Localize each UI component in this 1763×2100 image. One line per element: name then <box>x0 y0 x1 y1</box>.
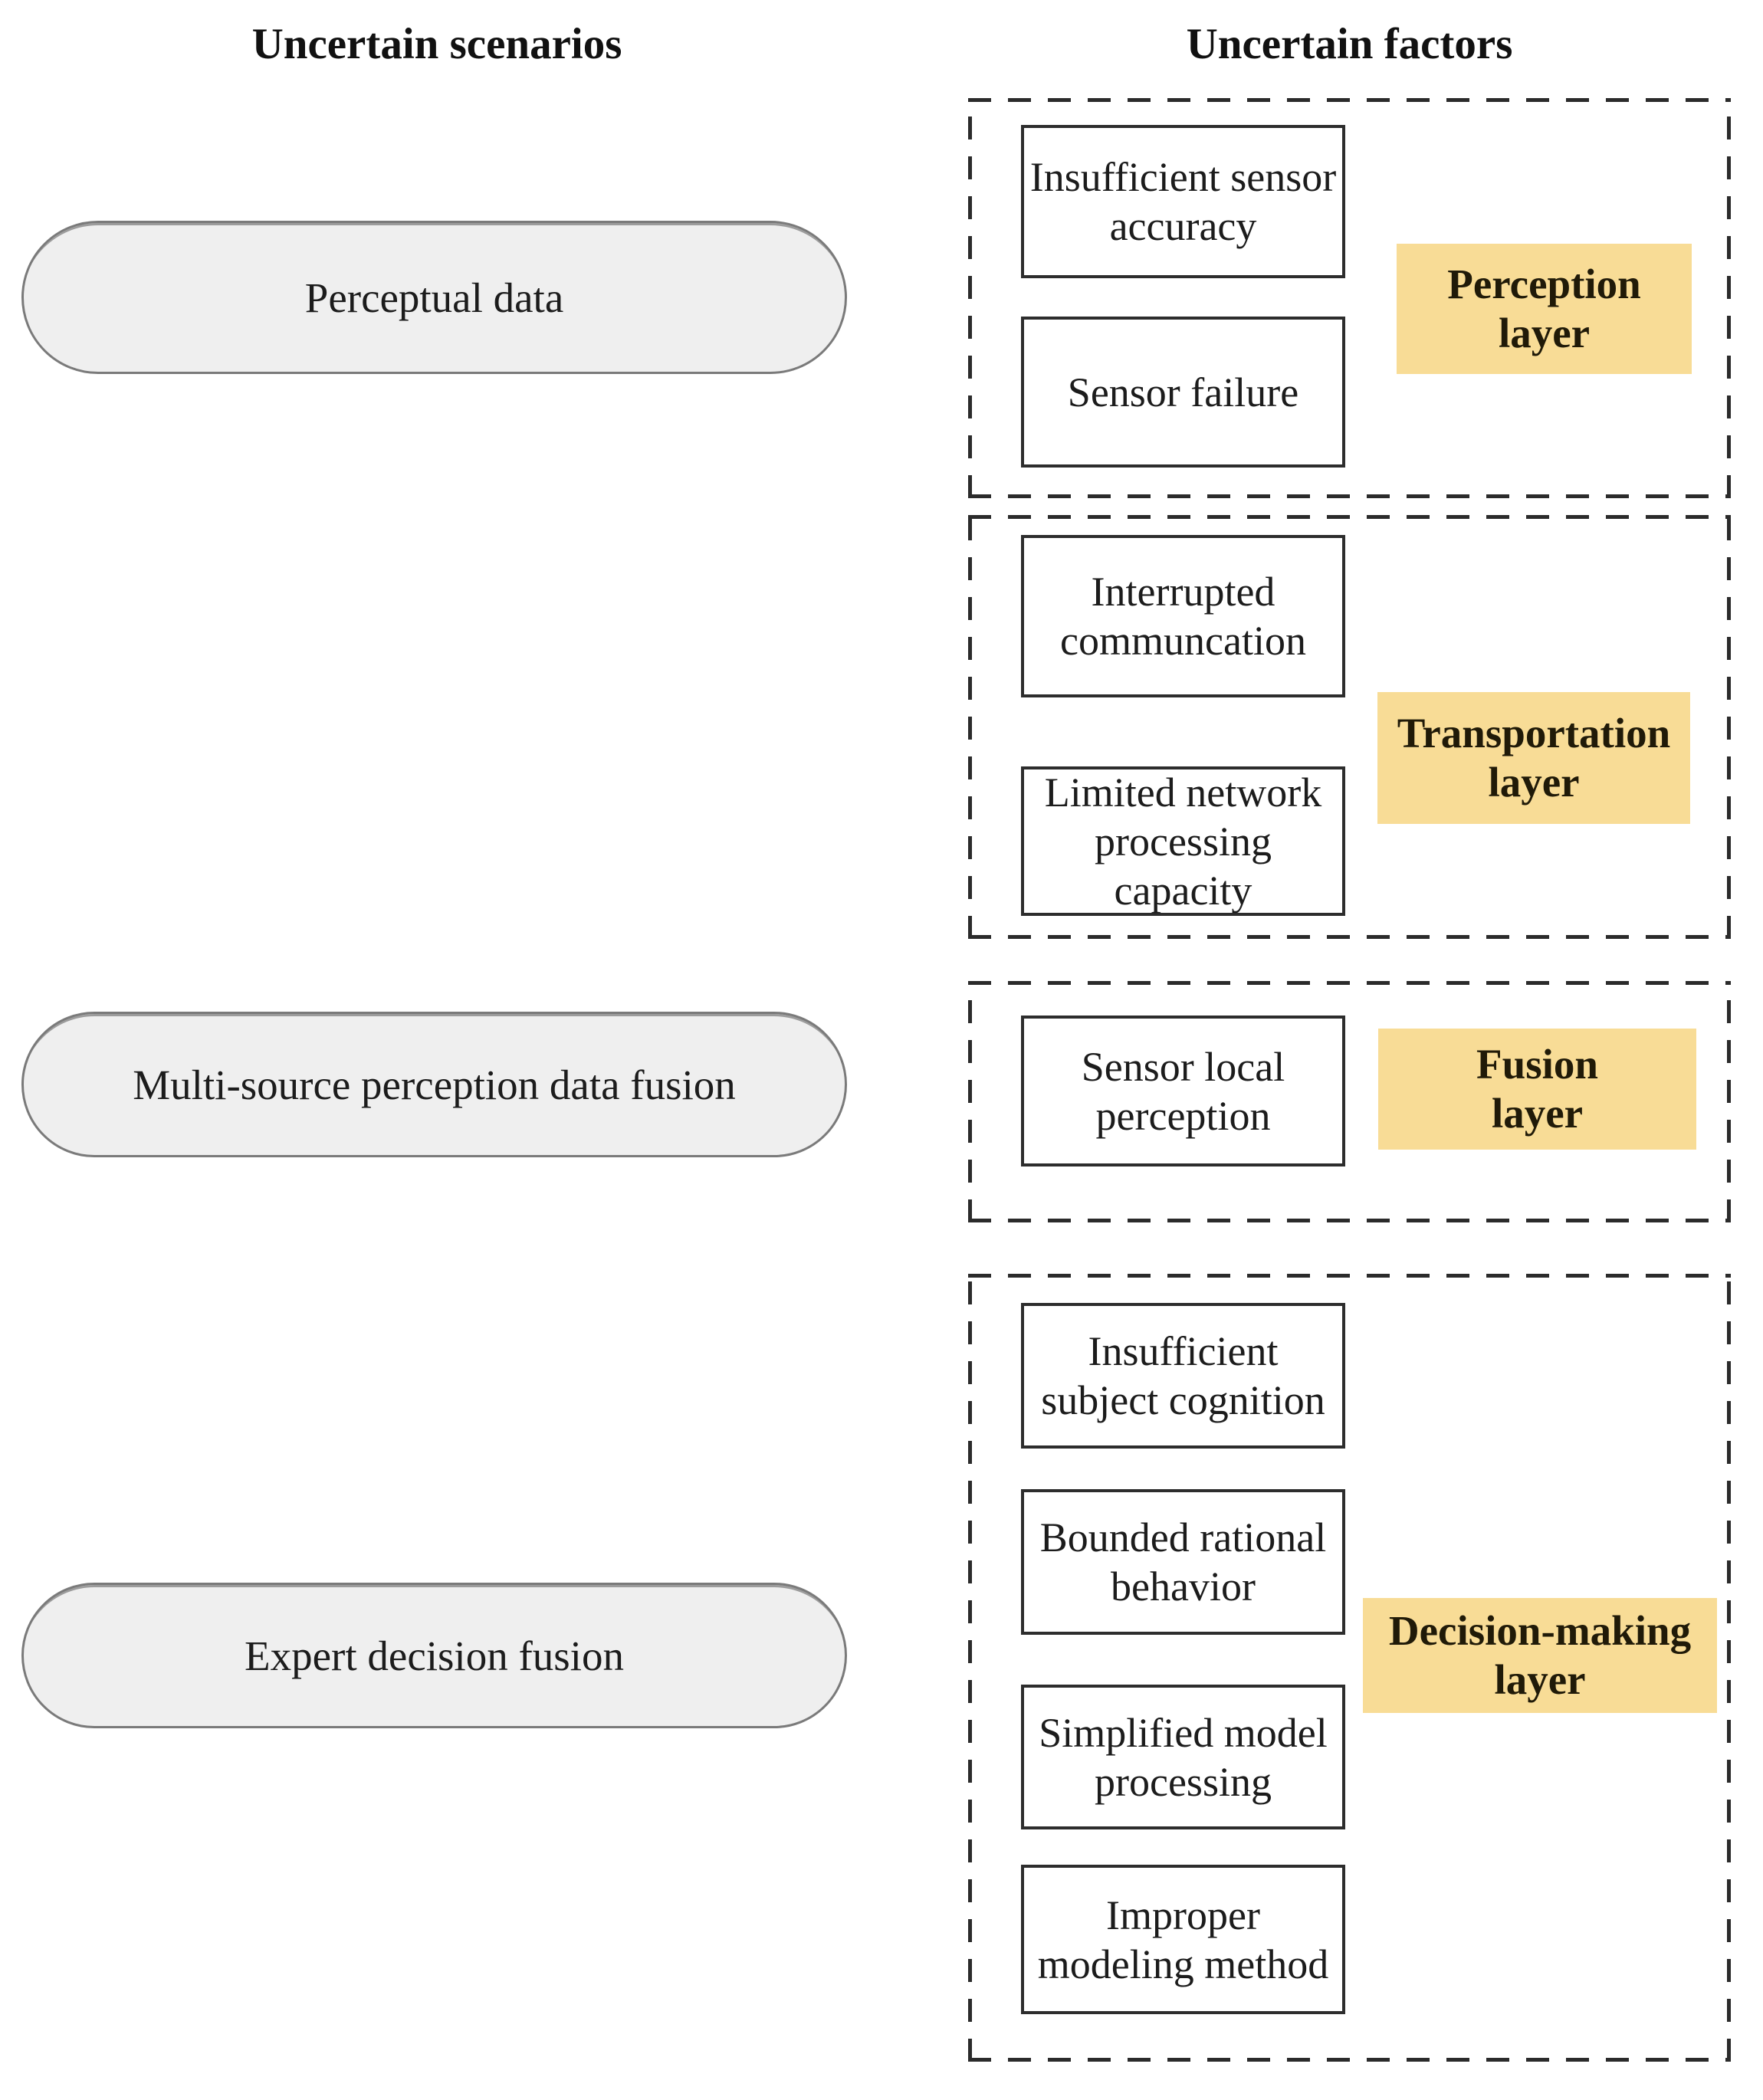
factor-box-interrupted-communcation: Interrupted communcation <box>1021 535 1345 697</box>
scenario-pill-expert-decision-fusion: Expert decision fusion <box>21 1583 847 1728</box>
factor-box-sensor-local-perception: Sensor local perception <box>1021 1016 1345 1166</box>
factor-box-improper-modeling-method: Improper modeling method <box>1021 1865 1345 2014</box>
layer-label-decision-making: Decision-making layer <box>1363 1598 1717 1713</box>
scenario-label: Perceptual data <box>304 274 564 321</box>
factor-box-bounded-rational-behavior: Bounded rational behavior <box>1021 1489 1345 1635</box>
layer-name: Decision-making layer <box>1388 1607 1692 1703</box>
factor-box-insufficient-sensor-accuracy: Insufficient sensor accuracy <box>1021 125 1345 278</box>
factor-label: Simplified model processing <box>1039 1709 1328 1805</box>
layer-name: Fusion layer <box>1476 1041 1598 1137</box>
factor-label: Bounded rational behavior <box>1039 1514 1327 1609</box>
factor-label: Insufficient sensor accuracy <box>1029 154 1337 249</box>
factor-label: Sensor failure <box>1067 369 1299 415</box>
right-column-title: Uncertain factors <box>1186 20 1513 68</box>
scenario-label: Multi-source perception data fusion <box>133 1061 736 1108</box>
factor-box-sensor-failure: Sensor failure <box>1021 317 1345 468</box>
factor-label: Interrupted communcation <box>1060 569 1306 664</box>
layer-name: Perception layer <box>1447 261 1641 356</box>
scenario-label: Expert decision fusion <box>245 1632 624 1679</box>
scenario-pill-perceptual-data: Perceptual data <box>21 221 847 374</box>
layer-label-transportation: Transportation layer <box>1377 692 1690 824</box>
factor-box-limited-network-processing-capacity: Limited network processing capacity <box>1021 766 1345 916</box>
layer-name: Transportation layer <box>1397 710 1671 806</box>
factor-label: Limited network processing capacity <box>1044 769 1322 914</box>
factor-box-insufficient-subject-cognition: Insufficient subject cognition <box>1021 1303 1345 1449</box>
factor-label: Insufficient subject cognition <box>1041 1328 1325 1423</box>
factor-label: Improper modeling method <box>1037 1892 1329 1987</box>
scenario-pill-multi-source-perception-data-fusion: Multi-source perception data fusion <box>21 1012 847 1157</box>
factor-box-simplified-model-processing: Simplified model processing <box>1021 1685 1345 1829</box>
factor-label: Sensor local perception <box>1081 1043 1285 1139</box>
layer-label-fusion: Fusion layer <box>1378 1029 1696 1150</box>
left-column-title: Uncertain scenarios <box>251 20 622 68</box>
layer-label-perception: Perception layer <box>1397 244 1692 374</box>
